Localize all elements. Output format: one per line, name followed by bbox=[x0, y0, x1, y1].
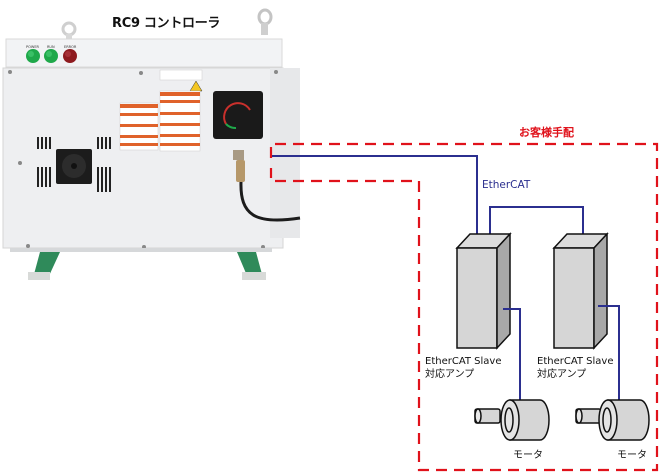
rc9-controller bbox=[2, 8, 301, 280]
connector-cable bbox=[233, 150, 301, 222]
led-error bbox=[63, 49, 77, 63]
amplifier-2-label-line2: 対応アンプ bbox=[537, 369, 587, 380]
vent-right bbox=[97, 137, 111, 192]
foot-left bbox=[28, 252, 60, 280]
motor-1-label: モータ bbox=[513, 450, 543, 461]
customer-scope-label: お客様手配 bbox=[519, 126, 574, 139]
amplifier-1-label: EtherCAT Slave 対応アンプ bbox=[425, 355, 502, 381]
customer-scope-border bbox=[269, 142, 659, 472]
led-label-run: RUN bbox=[47, 45, 55, 49]
amplifier-1-label-line2: 対応アンプ bbox=[425, 369, 475, 380]
diagram-title: RC9 コントローラ bbox=[112, 16, 221, 31]
amplifier-2 bbox=[552, 232, 609, 350]
led-run bbox=[44, 49, 58, 63]
motor-2 bbox=[575, 399, 650, 441]
led-label-error: ERROR bbox=[64, 45, 77, 49]
led-label-power: POWER bbox=[26, 45, 39, 49]
foot-right bbox=[237, 252, 266, 280]
warning-labels bbox=[119, 69, 203, 152]
ethercat-line-amp1-to-amp2 bbox=[489, 206, 584, 236]
ethercat-lines bbox=[272, 155, 584, 236]
vent-left bbox=[37, 137, 51, 187]
motor-2-label: モータ bbox=[617, 450, 647, 461]
amplifier-1-label-line1: EtherCAT Slave bbox=[425, 356, 502, 367]
amplifier-1 bbox=[455, 232, 512, 350]
led-power bbox=[26, 49, 40, 63]
main-switch bbox=[213, 91, 263, 139]
amplifier-2-label: EtherCAT Slave 対応アンプ bbox=[537, 355, 614, 381]
motor-1 bbox=[474, 399, 550, 441]
amplifier-2-label-line1: EtherCAT Slave bbox=[537, 356, 614, 367]
eyebolt-left bbox=[61, 21, 77, 40]
ethercat-label: EtherCAT bbox=[482, 179, 531, 191]
eyebolt-right bbox=[257, 8, 273, 35]
ethercat-line-controller-to-amp1 bbox=[272, 155, 478, 236]
motor-cables bbox=[503, 305, 620, 400]
fan-icon bbox=[56, 149, 92, 184]
